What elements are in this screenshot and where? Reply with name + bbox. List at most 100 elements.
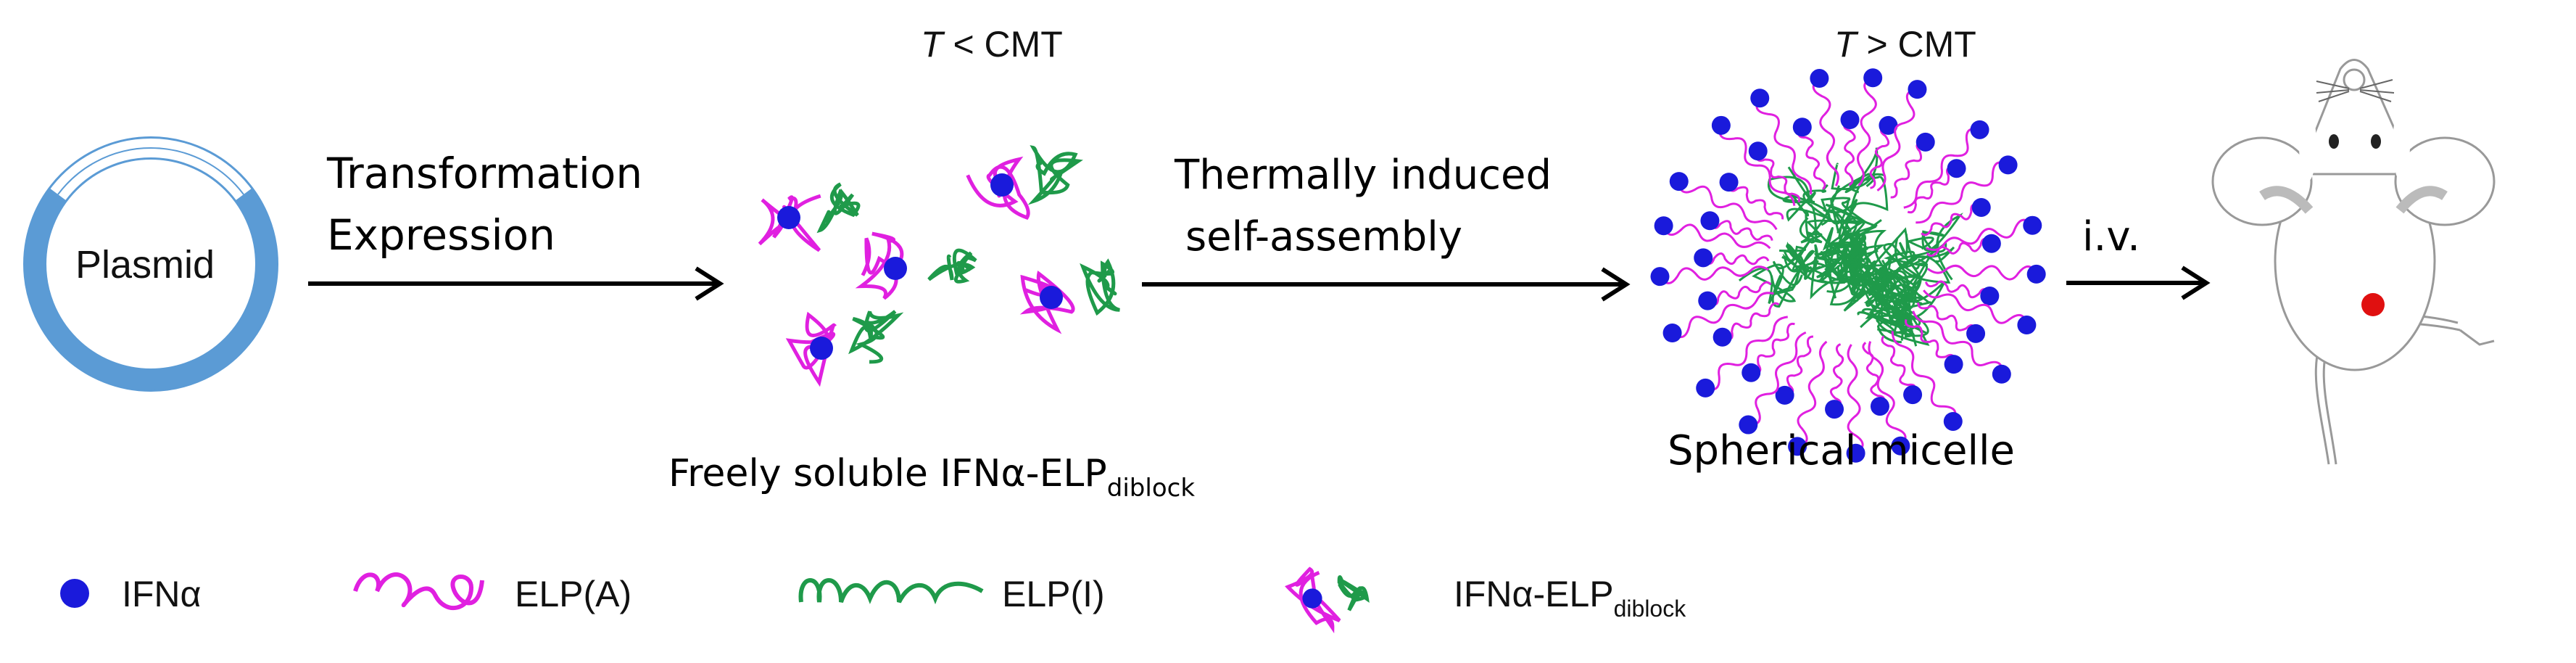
ifn-dot [1788,437,1807,456]
corona-chain [1923,289,2028,326]
legend-diblock-label: IFNα-ELPdiblock [1454,574,1686,622]
corona-chain [1916,161,2009,224]
corona-chain [1912,310,2003,374]
ifn-dot [1040,286,1063,309]
ifn-dot [2017,316,2037,335]
free-state-caption: Freely soluble IFNα-ELPdiblock [668,452,1195,503]
ifn-dot [1711,115,1731,135]
core-chain [1865,273,1900,326]
corona-chain [1907,166,1957,214]
ifn-dot [1748,141,1768,161]
iv-label: i.v. [2082,213,2140,260]
ifn-dot [884,257,907,280]
legend-ifn-icon [60,579,89,608]
corona-chain [1755,150,1801,203]
ifn-dot [2023,215,2042,235]
corona-chain [1921,203,1982,236]
corona-chain [1671,292,1774,339]
ifn-dot [1719,173,1739,192]
ifn-dot [1943,411,1963,431]
ifn-dot [1712,327,1732,347]
corona-chain [1917,302,1977,334]
legend-elp-i-label: ELP(I) [1002,574,1105,614]
corona-chain [1784,335,1814,397]
ifn-dot [1944,355,1963,374]
mouse-icon [2211,59,2496,465]
ifn-dot [1903,385,1923,405]
corona-chain [1876,88,1918,192]
ifn-dot [1302,588,1322,609]
condition-below-cmt: T < CMT [921,24,1063,65]
corona-chain [1891,331,1957,422]
ifn-dot [990,173,1014,197]
ifn-dot [1970,120,1989,139]
micelle-caption: Spherical micelle [1668,427,2015,474]
legend-elp-a-label: ELP(A) [515,574,631,614]
ifn-dot [1971,197,1991,217]
core-chain [1921,213,1963,281]
corona-chain [1709,220,1773,241]
corona-chain [1847,344,1864,455]
corona-chain [1857,76,1877,186]
condition-above-cmt: T > CMT [1834,24,1976,65]
corona-chain [1718,125,1796,206]
ifn-dot [1981,234,2001,253]
corona-chain [1812,77,1839,186]
step1-line1: Transformation [326,149,642,198]
corona-chain [1881,335,1916,395]
corona-chain [1728,182,1784,220]
corona-chain [1905,318,1955,365]
corona-chain [1926,218,2034,251]
corona-chain [1722,302,1780,340]
legend-diblock-icon [1285,567,1370,634]
ifn-dot [1700,211,1720,231]
core-chain [1860,275,1905,332]
elp-i-chain [927,248,977,284]
step1-line2: Expression [327,210,555,260]
core-chain [1883,237,1951,284]
corona-chain [1751,322,1795,374]
free-diblock-molecules [758,145,1121,387]
corona-chain [1662,223,1771,250]
ifn-dot [1840,110,1860,130]
ifn-dot [1750,88,1770,108]
elp-i-chain [1337,575,1370,611]
core-chain [1771,256,1800,308]
elp-i-chain [816,182,861,234]
ifn-dot [1775,385,1794,405]
ifn-dot [810,337,833,360]
spherical-micelle [1650,68,2046,463]
core-chain [1818,244,1886,295]
ifn-dot [2026,264,2046,284]
ifn-dot [1891,436,1910,456]
ifn-dot [1980,287,2000,306]
core-chain [1889,279,1922,303]
elp-i-chain [848,310,904,364]
corona-chain [1829,343,1844,411]
corona-chain [1890,141,1926,199]
corona-chain [1869,124,1890,189]
ifn-dot [1992,364,2011,384]
corona-chain [1868,341,1907,447]
ifn-dot [1654,216,1673,236]
corona-chain [1659,265,1769,284]
arrow-transformation [308,266,724,301]
arrow-self-assembly [1142,267,1631,302]
core-chain [1822,203,1878,253]
elp-i-chain [1027,145,1083,205]
elp-a-chain [758,194,821,252]
corona-chain [1926,264,2038,281]
corona-chain [1903,128,1980,209]
corona-chain [1797,126,1826,190]
ifn-dot [1739,415,1758,435]
ifn-dot [1846,443,1865,463]
ifn-dot [777,206,800,229]
corona-chain [1862,342,1885,408]
corona-chain [1924,280,1991,299]
ifn-dot [1694,248,1713,268]
elp-a-chain [855,231,904,300]
legend: IFNα ELP(A) ELP(I) IFNα-ELPdiblock [60,567,1686,634]
corona-chain [1843,118,1856,186]
ifn-dot [1916,132,1935,152]
elp-a-chain [966,156,1030,220]
